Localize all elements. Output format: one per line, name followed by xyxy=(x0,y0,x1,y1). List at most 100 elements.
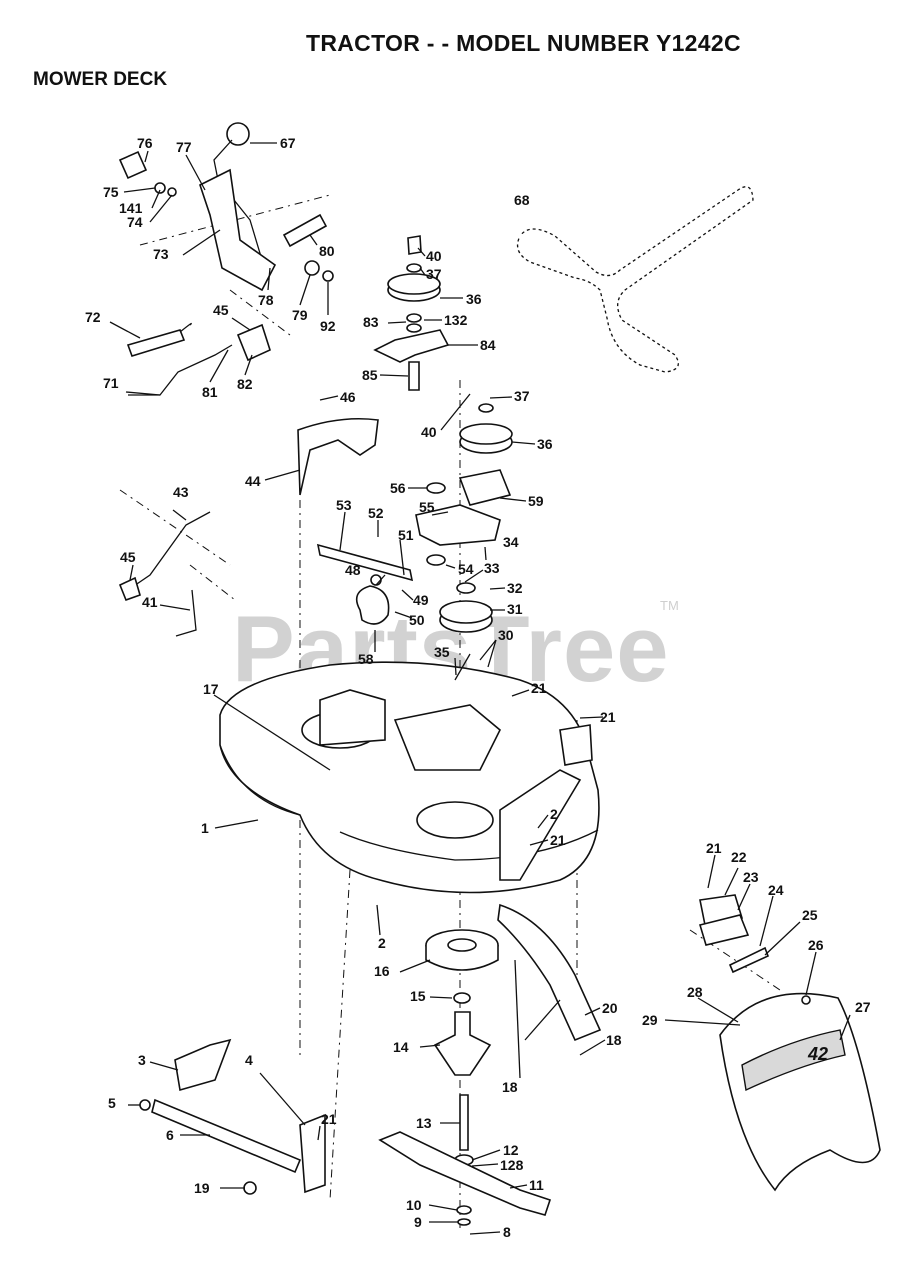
callout-58: 58 xyxy=(358,651,374,667)
callout-78: 78 xyxy=(258,292,274,308)
callout-132: 132 xyxy=(444,312,468,328)
callout-20: 20 xyxy=(602,1000,618,1016)
callout-6: 6 xyxy=(166,1127,174,1143)
callout-40b: 40 xyxy=(421,424,437,440)
callout-24: 24 xyxy=(768,882,784,898)
callout-21e: 21 xyxy=(706,840,722,856)
upper-idler-pulley xyxy=(373,235,450,391)
callout-25: 25 xyxy=(802,907,818,923)
callout-13: 13 xyxy=(416,1115,432,1131)
callout-17: 17 xyxy=(203,681,219,697)
callout-12: 12 xyxy=(503,1142,519,1158)
callout-141: 141 xyxy=(119,200,143,216)
discharge-chute-assembly: 42 xyxy=(664,894,881,1192)
callout-75: 75 xyxy=(103,184,119,200)
callout-2a: 2 xyxy=(550,806,558,822)
deck-size-marking: 42 xyxy=(807,1044,828,1064)
callout-4: 4 xyxy=(245,1052,253,1068)
leader-lines xyxy=(109,142,851,1235)
drive-belt xyxy=(516,185,755,374)
callout-27: 27 xyxy=(855,999,871,1015)
callout-49: 49 xyxy=(413,592,429,608)
callout-50: 50 xyxy=(409,612,425,628)
callout-54: 54 xyxy=(458,561,474,577)
callout-83: 83 xyxy=(363,314,379,330)
callout-36b: 36 xyxy=(537,436,553,452)
callout-82: 82 xyxy=(237,376,253,392)
callout-5: 5 xyxy=(108,1095,116,1111)
callout-21b: 21 xyxy=(600,709,616,725)
callout-85: 85 xyxy=(362,367,378,383)
callout-19: 19 xyxy=(194,1180,210,1196)
callout-40a: 40 xyxy=(426,248,442,264)
callout-37b: 37 xyxy=(514,388,530,404)
callout-53: 53 xyxy=(336,497,352,513)
callout-46: 46 xyxy=(340,389,356,405)
callout-16: 16 xyxy=(374,963,390,979)
callout-21d: 21 xyxy=(321,1111,337,1127)
spindle-pulley xyxy=(439,582,493,633)
callout-2b: 2 xyxy=(378,935,386,951)
callout-73: 73 xyxy=(153,246,169,262)
callout-33: 33 xyxy=(484,560,500,576)
callout-29: 29 xyxy=(642,1012,658,1028)
lift-lever-assembly xyxy=(118,122,334,292)
callout-68: 68 xyxy=(514,192,530,208)
baffle xyxy=(497,903,602,1042)
callout-77: 77 xyxy=(176,139,192,155)
callout-74: 74 xyxy=(127,214,143,230)
callout-48: 48 xyxy=(345,562,361,578)
belt-guide xyxy=(297,417,379,496)
callout-15: 15 xyxy=(410,988,426,1004)
callout-84: 84 xyxy=(480,337,496,353)
callout-79: 79 xyxy=(292,307,308,323)
callout-128: 128 xyxy=(500,1157,524,1173)
callout-44: 44 xyxy=(245,473,261,489)
callout-23: 23 xyxy=(743,869,759,885)
spindle-assembly xyxy=(425,929,499,1166)
callout-34: 34 xyxy=(503,534,519,550)
callout-21a: 21 xyxy=(531,680,547,696)
callout-8: 8 xyxy=(503,1224,511,1240)
callout-55: 55 xyxy=(419,499,435,515)
callout-18a: 18 xyxy=(606,1032,622,1048)
front-link-assembly xyxy=(118,511,211,637)
callout-45b: 45 xyxy=(120,549,136,565)
callout-26: 26 xyxy=(808,937,824,953)
callout-43: 43 xyxy=(173,484,189,500)
callout-3: 3 xyxy=(138,1052,146,1068)
page-title: TRACTOR - - MODEL NUMBER Y1242C xyxy=(306,30,741,56)
callout-10: 10 xyxy=(406,1197,422,1213)
callout-36a: 36 xyxy=(466,291,482,307)
callout-92: 92 xyxy=(320,318,336,334)
callout-11: 11 xyxy=(529,1177,544,1193)
mower-deck-shell xyxy=(219,661,600,894)
idler-arm-assembly xyxy=(316,504,501,625)
callout-80: 80 xyxy=(319,243,335,259)
callout-32: 32 xyxy=(507,580,523,596)
callout-18b: 18 xyxy=(502,1079,518,1095)
callout-1: 1 xyxy=(201,820,209,836)
callout-51: 51 xyxy=(398,527,414,543)
callout-31: 31 xyxy=(507,601,523,617)
watermark-trademark: TM xyxy=(660,598,679,613)
callout-72: 72 xyxy=(85,309,101,325)
callout-30: 30 xyxy=(498,627,514,643)
callout-71: 71 xyxy=(103,375,119,391)
callout-76: 76 xyxy=(137,135,153,151)
callout-35: 35 xyxy=(434,644,450,660)
callout-14: 14 xyxy=(393,1039,409,1055)
callout-numbers: 67 76 77 75 141 74 73 78 79 80 92 72 45 … xyxy=(85,135,871,1240)
lift-spring-and-rod xyxy=(126,322,271,396)
callout-81: 81 xyxy=(202,384,218,400)
callout-45a: 45 xyxy=(213,302,229,318)
callout-22: 22 xyxy=(731,849,747,865)
callout-21c: 21 xyxy=(550,832,566,848)
callout-9: 9 xyxy=(414,1214,422,1230)
callout-56: 56 xyxy=(390,480,406,496)
callout-67: 67 xyxy=(280,135,296,151)
lower-idler-pulley xyxy=(426,403,513,506)
callout-41: 41 xyxy=(142,594,158,610)
callout-59: 59 xyxy=(528,493,544,509)
